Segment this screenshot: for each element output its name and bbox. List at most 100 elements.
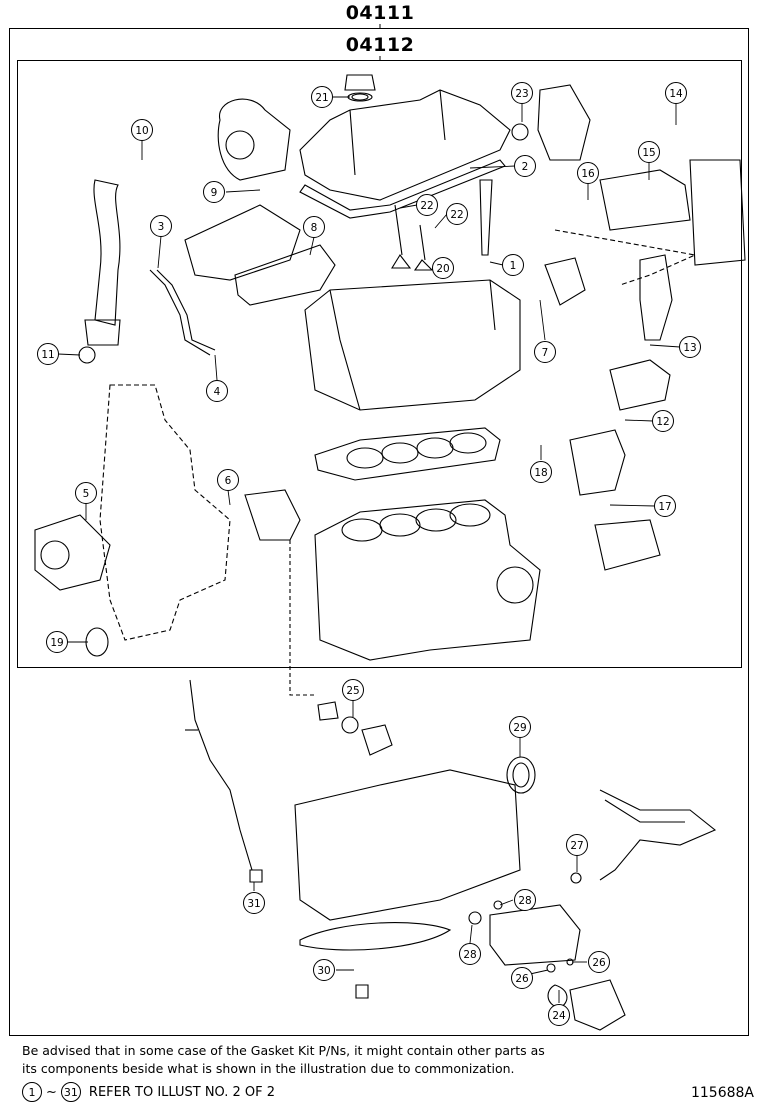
callout-29: 29 [509, 716, 531, 738]
callout-25: 25 [342, 679, 364, 701]
callout-16: 16 [577, 162, 599, 184]
callout-number: 22 [420, 200, 433, 212]
callout-number: 4 [214, 386, 221, 398]
callout-31: 31 [243, 892, 265, 914]
kit-inner-frame [17, 60, 742, 668]
callout-circle [416, 194, 438, 216]
oil-filter-cover [569, 979, 626, 1031]
callout-circle [217, 469, 239, 491]
callout-number: 5 [83, 488, 90, 500]
callout-number: 12 [656, 416, 669, 428]
water-inlet [361, 724, 393, 756]
callout-number: 13 [683, 342, 696, 354]
callout-4: 4 [206, 380, 228, 402]
callout-number: 23 [515, 88, 528, 100]
callout-circle [511, 967, 533, 989]
callout-circle [509, 716, 531, 738]
callout-number: 22 [450, 209, 463, 221]
callout-number: 15 [642, 147, 655, 159]
exhaust-manifold-gasket [234, 244, 336, 306]
callout-number: 11 [41, 349, 54, 361]
callout-circle [588, 951, 610, 973]
callout-19: 19 [46, 631, 68, 653]
callout-5: 5 [75, 482, 97, 504]
callout-circle [446, 203, 468, 225]
callout-circle [514, 155, 536, 177]
callout-circle [311, 86, 333, 108]
o-ring-28a [468, 911, 482, 925]
note-line-1: Be advised that in some case of the Gask… [22, 1043, 545, 1058]
callout-number: 17 [658, 501, 671, 513]
water-outlet [544, 257, 586, 306]
callout-number: 2 [522, 161, 529, 173]
callout-number: 24 [552, 1010, 566, 1022]
callout-number: 9 [211, 187, 218, 199]
callout-circle [530, 461, 552, 483]
callout-circle [75, 482, 97, 504]
callout-circle [150, 215, 172, 237]
callout-circle [131, 119, 153, 141]
callout-number: 16 [581, 168, 595, 180]
callout-circle [566, 834, 588, 856]
callout-circle [665, 82, 687, 104]
callout-circle [652, 410, 674, 432]
ref-text: REFER TO ILLUST NO. 2 OF 2 [88, 1084, 276, 1100]
callout-23: 23 [511, 82, 533, 104]
callout-circle [679, 336, 701, 358]
cylinder-head-gasket [314, 427, 501, 481]
callout-number: 6 [225, 475, 232, 487]
callout-15: 15 [638, 141, 660, 163]
egr-bracket [569, 429, 626, 496]
callout-22-b: 22 [446, 203, 468, 225]
callout-1: 1 [502, 254, 524, 276]
callout-number: 8 [311, 222, 318, 234]
callout-30: 30 [313, 959, 335, 981]
reference-line: 1 ~ 31 REFER TO ILLUST NO. 2 OF 2 [22, 1082, 275, 1102]
callout-14: 14 [665, 82, 687, 104]
callout-number: 20 [436, 263, 449, 275]
cylinder-head [304, 279, 521, 411]
front-oil-seal [85, 627, 109, 657]
egr-pipe [609, 359, 671, 411]
callout-number: 25 [346, 685, 359, 697]
oil-pan-gasket [299, 922, 452, 951]
egr-valve [639, 254, 673, 341]
callout-circle [206, 380, 228, 402]
callout-number: 19 [50, 637, 63, 649]
water-pump [34, 514, 111, 591]
o-ring-26a [546, 963, 556, 973]
callout-24: 24 [548, 1004, 570, 1026]
egr-cooler [689, 159, 746, 266]
o-ring-27 [570, 872, 582, 884]
kit-number-main: 04111 [345, 2, 415, 24]
callout-number: 30 [317, 965, 330, 977]
callout-number: 26 [515, 973, 529, 985]
timing-chain-cover [99, 384, 231, 641]
callout-number: 26 [592, 957, 606, 969]
ref-start-circle: 1 [22, 1082, 42, 1102]
oil-cooler [489, 904, 581, 966]
callout-3: 3 [150, 215, 172, 237]
callout-27: 27 [566, 834, 588, 856]
callout-11: 11 [37, 343, 59, 365]
callout-number: 10 [135, 125, 148, 137]
valve [391, 204, 412, 269]
head-cover-gasket [299, 159, 506, 219]
callout-number: 31 [247, 898, 260, 910]
callout-layer: 1234567891011121314151617181920212222232… [37, 82, 701, 1026]
callout-2: 2 [514, 155, 536, 177]
injector [479, 179, 493, 256]
thermostat-housing [244, 489, 301, 541]
callout-number: 28 [518, 895, 531, 907]
o-ring-23 [511, 123, 529, 141]
cylinder-head-cover [299, 89, 511, 201]
water-inlet-pipe [599, 789, 717, 881]
callout-circle [511, 82, 533, 104]
intake-manifold [184, 204, 301, 281]
callout-26: 26 [588, 951, 610, 973]
callout-circle [638, 141, 660, 163]
callout-number: 21 [315, 92, 328, 104]
thermostat [317, 701, 339, 721]
callout-circle [577, 162, 599, 184]
